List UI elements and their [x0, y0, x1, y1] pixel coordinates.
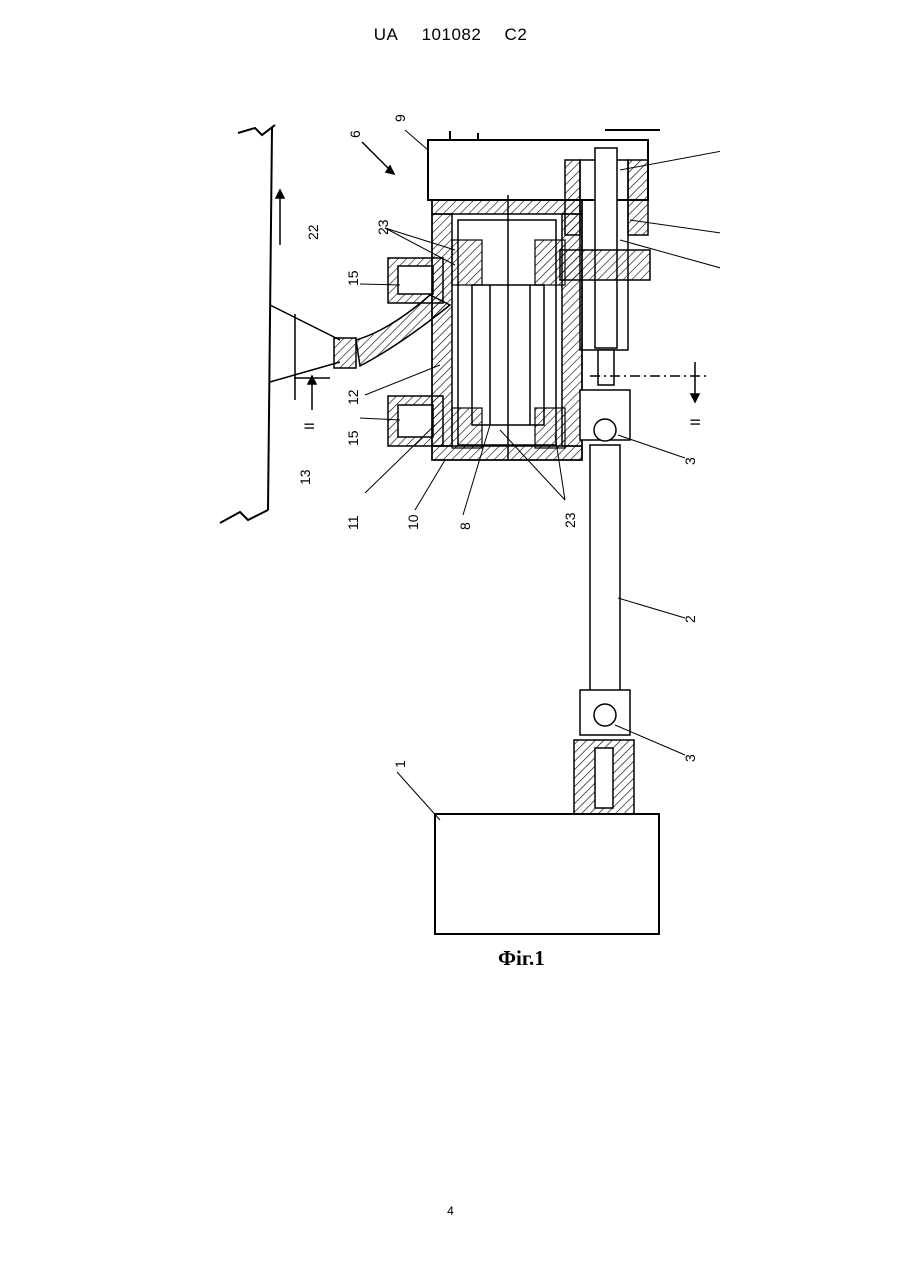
patent-number: 101082 [422, 25, 482, 44]
label-11: 11 [345, 515, 361, 530]
label-15-bottom: 15 [345, 430, 361, 446]
country-code: UA [374, 25, 399, 44]
label-12: 12 [345, 389, 361, 405]
label-6: 6 [347, 130, 363, 138]
label-13: 13 [297, 469, 313, 485]
drive-shaft-4 [560, 148, 710, 385]
leader-lines [360, 130, 720, 820]
label-8: 8 [457, 522, 473, 530]
label-2: 2 [682, 615, 698, 623]
technical-drawing: 1 2 3 3 4 5 6 7 8 9 10 11 12 13 15 15 22… [200, 100, 720, 940]
label-15-top: 15 [345, 270, 361, 286]
cardan-shaft-2 [574, 390, 634, 815]
section-marker-right [691, 362, 699, 402]
patent-kind: C2 [505, 25, 528, 44]
label-22: 22 [305, 224, 321, 240]
section-label-left: II [301, 422, 317, 430]
label-23-bottom: 23 [562, 512, 578, 528]
section-marker-left [294, 376, 330, 410]
label-1: 1 [392, 760, 408, 768]
arrow-22 [276, 190, 284, 245]
arrow-6 [362, 142, 394, 174]
frame-13 [220, 125, 275, 523]
label-3-lower: 3 [682, 754, 698, 762]
patent-header: UA 101082 C2 [0, 25, 901, 45]
figure-caption: Фіг.1 [498, 946, 545, 971]
label-23-top: 23 [375, 219, 391, 235]
label-10: 10 [405, 514, 421, 530]
housing-9 [428, 130, 660, 200]
label-9: 9 [392, 114, 408, 122]
label-3-upper: 3 [682, 457, 698, 465]
bracket-12 [270, 295, 450, 400]
motor-1 [435, 814, 659, 934]
page-number: 4 [0, 1204, 901, 1218]
section-label-right: II [687, 418, 703, 426]
